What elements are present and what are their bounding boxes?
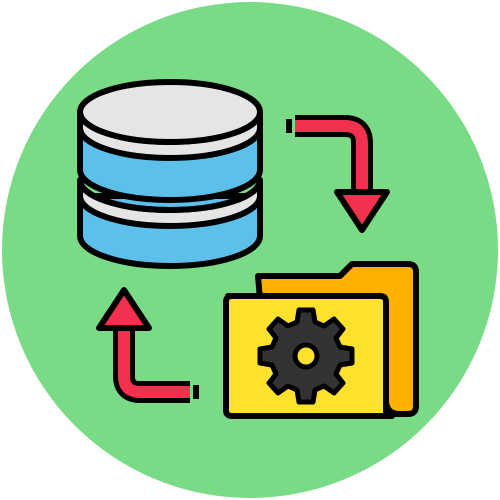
database-top: [77, 79, 263, 145]
curved-arrow-up-icon: [96, 287, 199, 403]
gear-hole: [292, 342, 320, 370]
database-icon: [77, 79, 263, 269]
database-separator: [77, 179, 263, 213]
gear-icon: [257, 307, 355, 405]
curved-arrow-down-icon: [286, 115, 390, 233]
folder-front-lip: [383, 399, 401, 417]
